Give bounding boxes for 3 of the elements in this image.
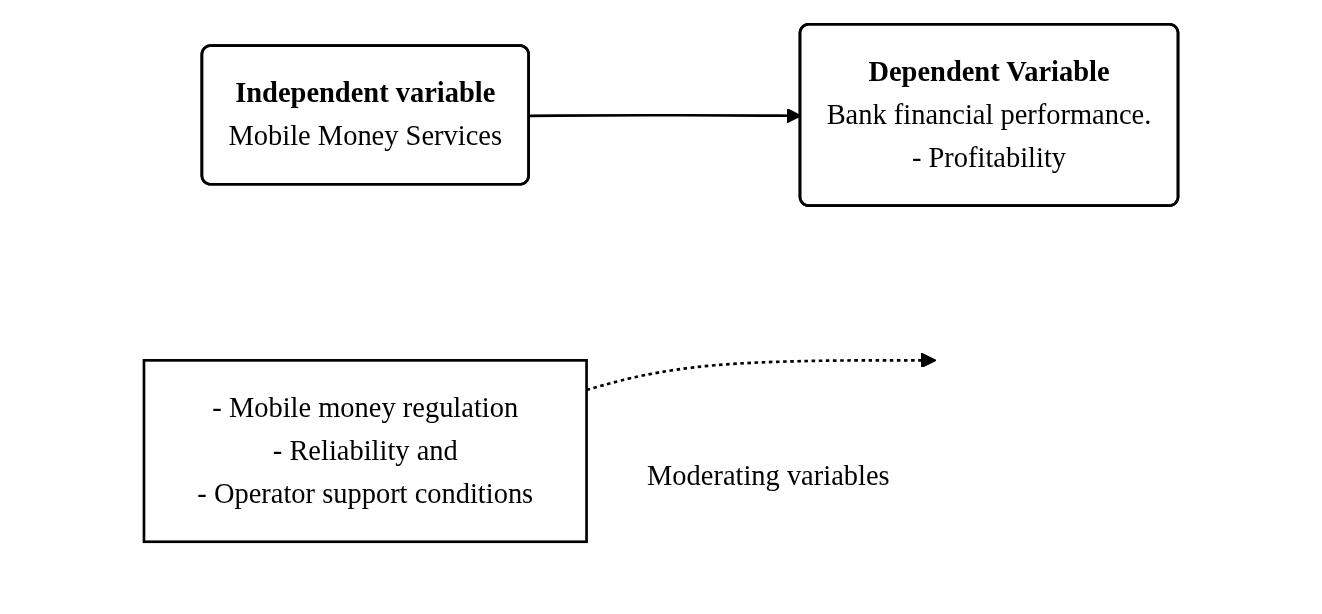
node-label: Moderating variables [647,459,890,491]
node-box: - Mobile money regulation - Reliability and - Operator support conditions [142,359,588,544]
arrow [586,352,937,392]
